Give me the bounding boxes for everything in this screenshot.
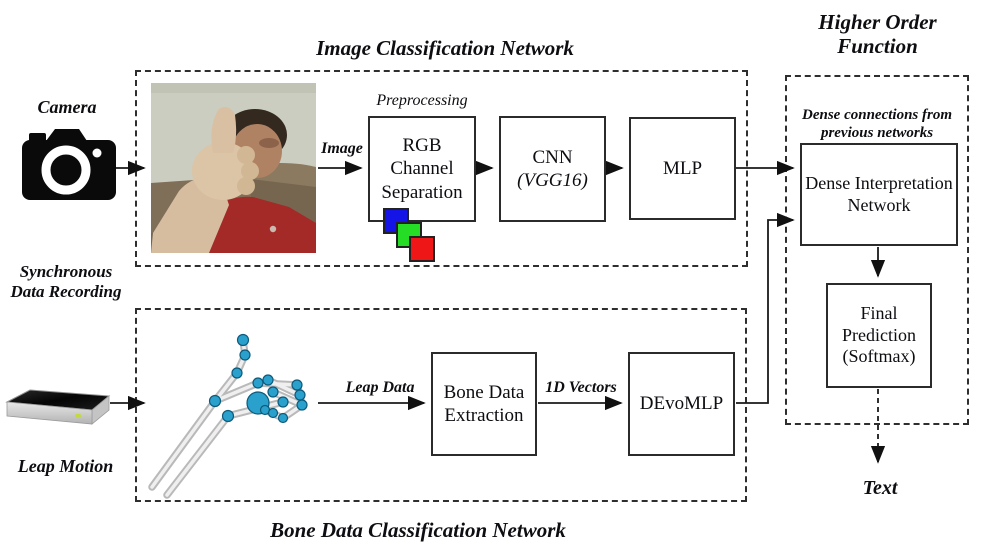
rgb-box-line2: Separation [381,181,463,203]
text-output-label: Text [840,477,920,500]
leap-data-label: Leap Data [335,379,425,397]
leap-data-text: Leap Data [345,379,415,396]
higher-order-title: Higher Order Function [795,10,960,58]
dense-connections-note: Dense connections from previous networks [792,106,962,142]
leap-motion-label-text: Leap Motion [17,456,114,476]
camera-label: Camera [22,97,112,118]
bone-box-line1: Bone Data [443,381,525,403]
blue-channel-square [383,208,409,234]
hand-skeleton [148,333,308,499]
mlp-box: MLP [629,117,736,220]
image-arrow-label: Image [318,140,366,158]
rgb-separation-box: RGB Channel Separation [368,116,476,222]
sync-line2: Data Recording [10,282,122,302]
dense-note-line1: Dense connections from [802,107,952,123]
preprocessing-label: Preprocessing [368,92,476,110]
mlp-box-text: MLP [662,157,703,179]
camera-icon [22,129,116,200]
bone-box-line2: Extraction [444,405,524,426]
camera-label-text: Camera [37,97,97,117]
image-network-title: Image Classification Network [240,36,650,60]
final-box-line3: (Softmax) [842,346,916,367]
bone-network-title-text: Bone Data Classification Network [270,518,566,542]
dense-note-line2: previous networks [820,125,934,141]
higher-order-title-line2: Function [837,34,918,59]
rgb-box-line1: RGB Channel [390,135,454,180]
final-box-line2: Prediction [842,324,916,345]
cnn-box-line1: CNN [532,146,573,168]
bone-extraction-box: Bone Data Extraction [431,352,537,456]
leap-motion-label: Leap Motion [8,456,123,477]
leap-motion-device-icon [5,389,111,425]
vectors-label: 1D Vectors [540,379,622,397]
final-box-line1: Final [860,302,898,323]
higher-order-title-line1: Higher Order [818,10,937,34]
vectors-text: 1D Vectors [545,379,617,396]
text-output-text: Text [862,477,898,499]
sync-line1: Synchronous [19,262,113,281]
devomlp-box: DEvoMLP [628,352,735,456]
dense-interpretation-box: Dense Interpretation Network [800,143,958,246]
bone-network-title: Bone Data Classification Network [218,518,618,542]
dense-box-line1: Dense Interpretation [805,172,953,193]
preprocessing-text: Preprocessing [376,92,468,109]
cnn-box: CNN (VGG16) [499,116,606,222]
sync-recording-label: Synchronous Data Recording [2,262,130,302]
image-network-title-text: Image Classification Network [316,36,574,60]
dense-box-line2: Network [847,194,911,215]
image-arrow-text: Image [321,140,363,157]
red-channel-square [409,236,435,262]
cnn-box-line2: (VGG16) [517,170,588,191]
devomlp-text: DEvoMLP [639,393,724,415]
thumbs-up-photo [151,83,316,253]
final-prediction-box: Final Prediction (Softmax) [826,283,932,388]
